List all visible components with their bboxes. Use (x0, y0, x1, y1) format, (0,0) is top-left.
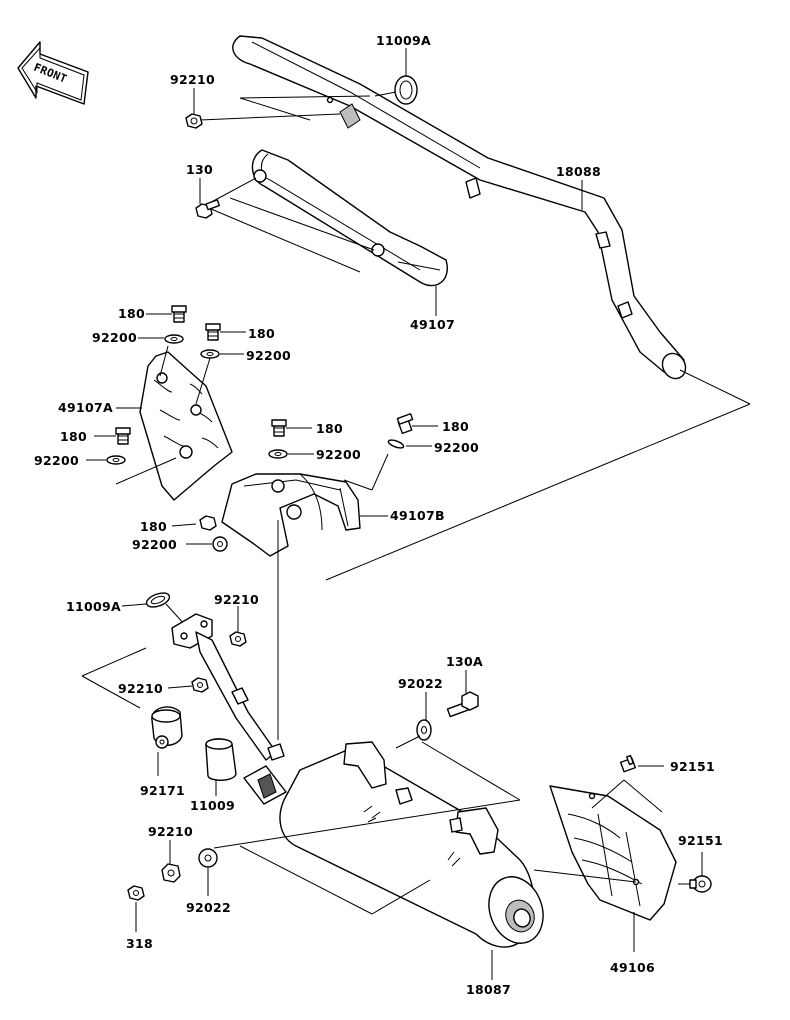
header-pipe (171, 613, 285, 761)
label-180-b: 180 (248, 326, 275, 341)
label-180-e: 180 (442, 419, 469, 434)
label-49107B: 49107B (390, 508, 445, 523)
bolt-180-c (115, 427, 131, 445)
label-92200-c: 92200 (34, 453, 79, 468)
label-92151-b: 92151 (678, 833, 723, 848)
washer-92022-top (416, 719, 432, 741)
bolt-130A (446, 691, 479, 718)
gasket-11009 (205, 738, 237, 781)
bolt-180-e (396, 413, 414, 435)
label-92200-d: 92200 (316, 447, 361, 462)
label-180-d: 180 (316, 421, 343, 436)
bolt-180-d (271, 419, 287, 437)
label-180-a: 180 (118, 306, 145, 321)
label-49106: 49106 (610, 960, 655, 975)
screw-92151-b (689, 875, 712, 893)
label-130A: 130A (446, 654, 483, 669)
label-92210-left: 92210 (118, 681, 163, 696)
nut-318 (127, 885, 145, 901)
label-180-f: 180 (140, 519, 167, 534)
label-92151-a: 92151 (670, 759, 715, 774)
nut-92210-low (161, 863, 181, 883)
label-49107: 49107 (410, 317, 455, 332)
label-92200-a: 92200 (92, 330, 137, 345)
label-92210-top: 92210 (170, 72, 215, 87)
label-92022-top: 92022 (398, 676, 443, 691)
label-130: 130 (186, 162, 213, 177)
label-92022-low: 92022 (186, 900, 231, 915)
bolt-130 (195, 199, 221, 219)
label-318: 318 (126, 936, 153, 951)
label-92200-e: 92200 (434, 440, 479, 455)
washer-92200-b (200, 349, 220, 359)
bolt-180-a (171, 305, 187, 323)
heat-guard-49107B (221, 473, 361, 557)
bolt-180-f (199, 515, 217, 531)
bolt-180-b (205, 323, 221, 341)
nut-92210-mid (229, 631, 247, 647)
label-92210-low: 92210 (148, 824, 193, 839)
label-180-c: 180 (60, 429, 87, 444)
gasket-11009A-mid (145, 592, 171, 608)
nut-92210-top (185, 113, 203, 129)
label-92200-f: 92200 (132, 537, 177, 552)
washer-92200-c (106, 455, 126, 465)
heat-guard-49107A (139, 351, 233, 501)
washer-92200-f (212, 536, 228, 552)
label-18088: 18088 (556, 164, 601, 179)
label-11009A-mid: 11009A (66, 599, 121, 614)
washer-92200-e (387, 439, 405, 449)
label-92210-mid: 92210 (214, 592, 259, 607)
label-49107A: 49107A (58, 400, 113, 415)
label-11009: 11009 (190, 798, 235, 813)
label-92171: 92171 (140, 783, 185, 798)
gasket-11009A-top (394, 75, 418, 105)
label-18087: 18087 (466, 982, 511, 997)
front-arrow-icon: FRONT (17, 41, 89, 105)
nut-92210-left (191, 677, 209, 693)
washer-92022-low (198, 848, 218, 868)
screw-92151-a (619, 754, 637, 773)
heat-guard-49107 (251, 149, 448, 287)
washer-92200-d (268, 449, 288, 459)
clamp-92171 (151, 706, 183, 749)
label-92200-b: 92200 (246, 348, 291, 363)
exhaust-pipe-18088 (232, 35, 687, 380)
heat-guard-49106 (549, 785, 677, 921)
muffler-18087 (243, 741, 544, 948)
washer-92200-a (164, 334, 184, 344)
label-11009A-top: 11009A (376, 33, 431, 48)
